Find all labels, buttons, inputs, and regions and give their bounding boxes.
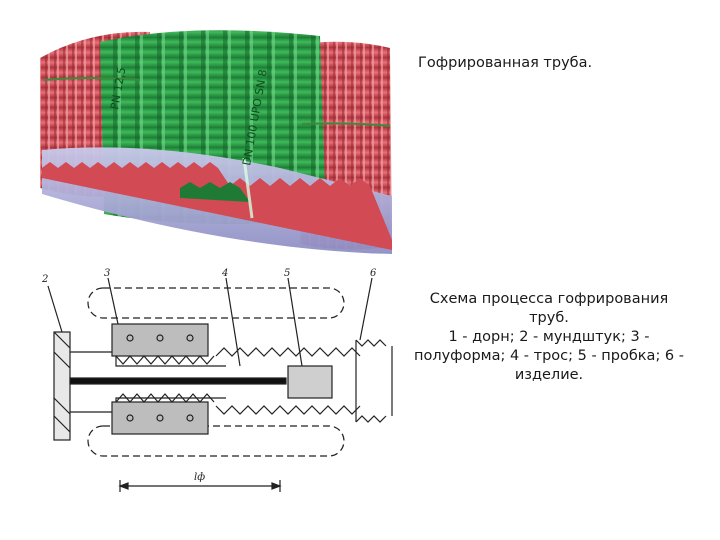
scheme-legend: 1 - дорн; 2 - мундштук; 3 - полуформа; 4… [413,329,685,383]
dimension-label: lф [194,472,205,483]
scheme-caption: Схема процесса гофрирования труб. 1 - до… [412,290,686,385]
callout-2: 2 [41,274,48,285]
pipe-photo-caption-text: Гофрированная труба. [418,55,593,71]
pipe-photo-caption: Гофрированная труба. [418,54,708,73]
callout-4: 4 [221,268,228,279]
corrugation-scheme-diagram: 2 3 4 5 6 lф [41,268,393,492]
callout-5: 5 [284,268,290,279]
corrugated-pipe-image: PN 12,5 DN 100 UPO SN 8 [40,30,392,254]
scheme-title: Схема процесса гофрирования труб. [429,291,669,326]
callout-6: 6 [370,268,377,279]
callout-3: 3 [104,268,110,279]
